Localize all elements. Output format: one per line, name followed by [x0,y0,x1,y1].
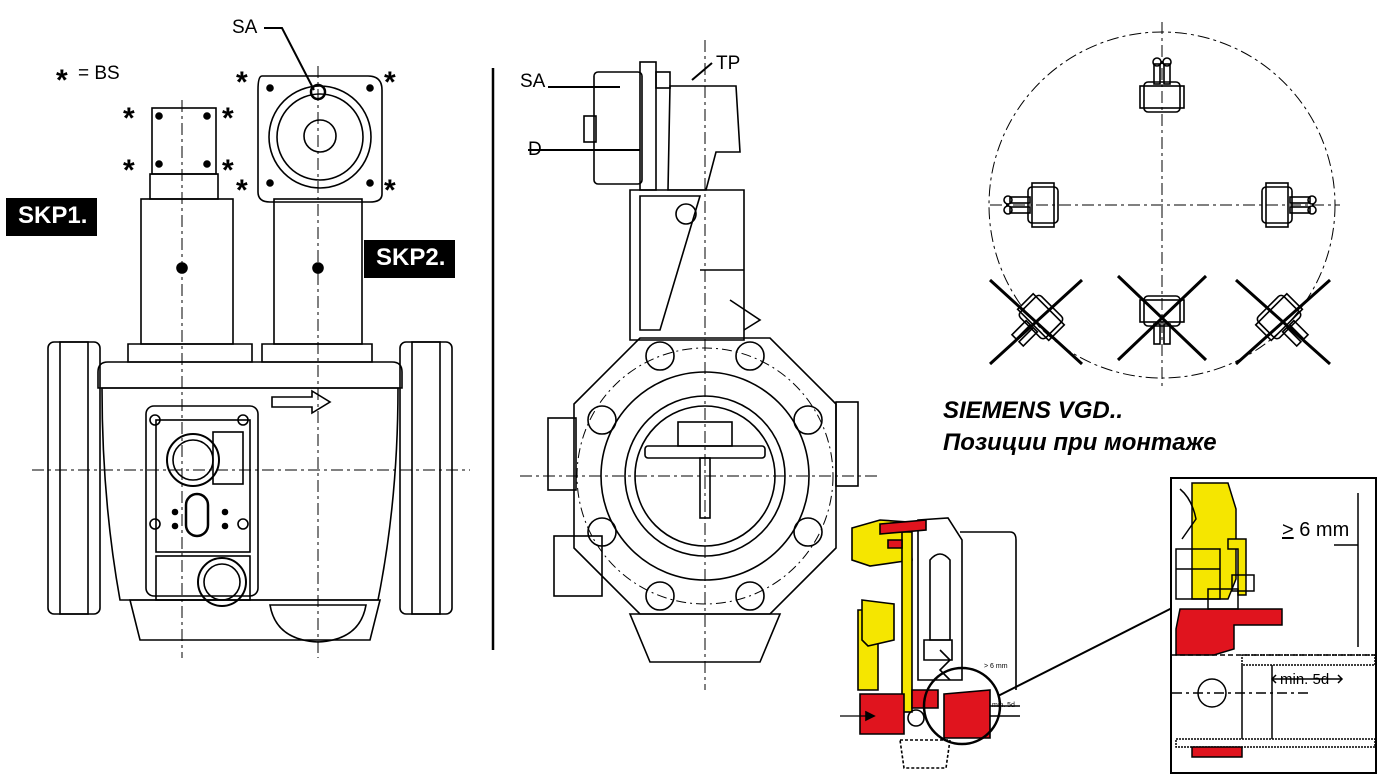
bs-star-marker: * [236,174,248,207]
front-view-drawing [32,27,470,658]
legend-text: = BS [78,63,120,84]
bs-star-marker: * [384,174,396,207]
section-drawing [840,517,1177,769]
section-min-label: min. 5d [992,702,1015,709]
bs-star-marker: * [384,66,396,99]
bs-star-marker: * [123,102,135,135]
positions-caption-title: SIEMENS VGD.. [943,397,1124,424]
detail-inset-drawing [1172,482,1375,758]
skp1-label: SKP1. [6,198,98,236]
positions-drawing [988,22,1340,390]
side-tp-label: TP [716,53,741,74]
inset-min-label: min. 5d [1280,671,1330,688]
greater-equal-symbol: > [1282,519,1294,541]
side-sa-label: SA [520,71,546,92]
bs-star-marker: * [236,66,248,99]
side-view-drawing [520,40,880,690]
inset-dim-label: > 6 mm [1282,519,1349,542]
bs-star-marker: * [123,154,135,187]
bs-star-marker: * [222,102,234,135]
skp2-label: SKP2. [364,240,456,278]
side-d-label: D [528,139,542,160]
section-dim-label: > 6 mm [984,663,1008,670]
front-sa-label: SA [232,17,258,38]
inset-dim-value: 6 mm [1299,519,1350,541]
positions-caption-subtitle: Позиции при монтаже [943,429,1217,456]
detail-inset: > 6 mm min. 5d [1170,477,1377,774]
bs-star-marker: * [222,154,234,187]
legend-star-symbol: * [56,64,68,97]
